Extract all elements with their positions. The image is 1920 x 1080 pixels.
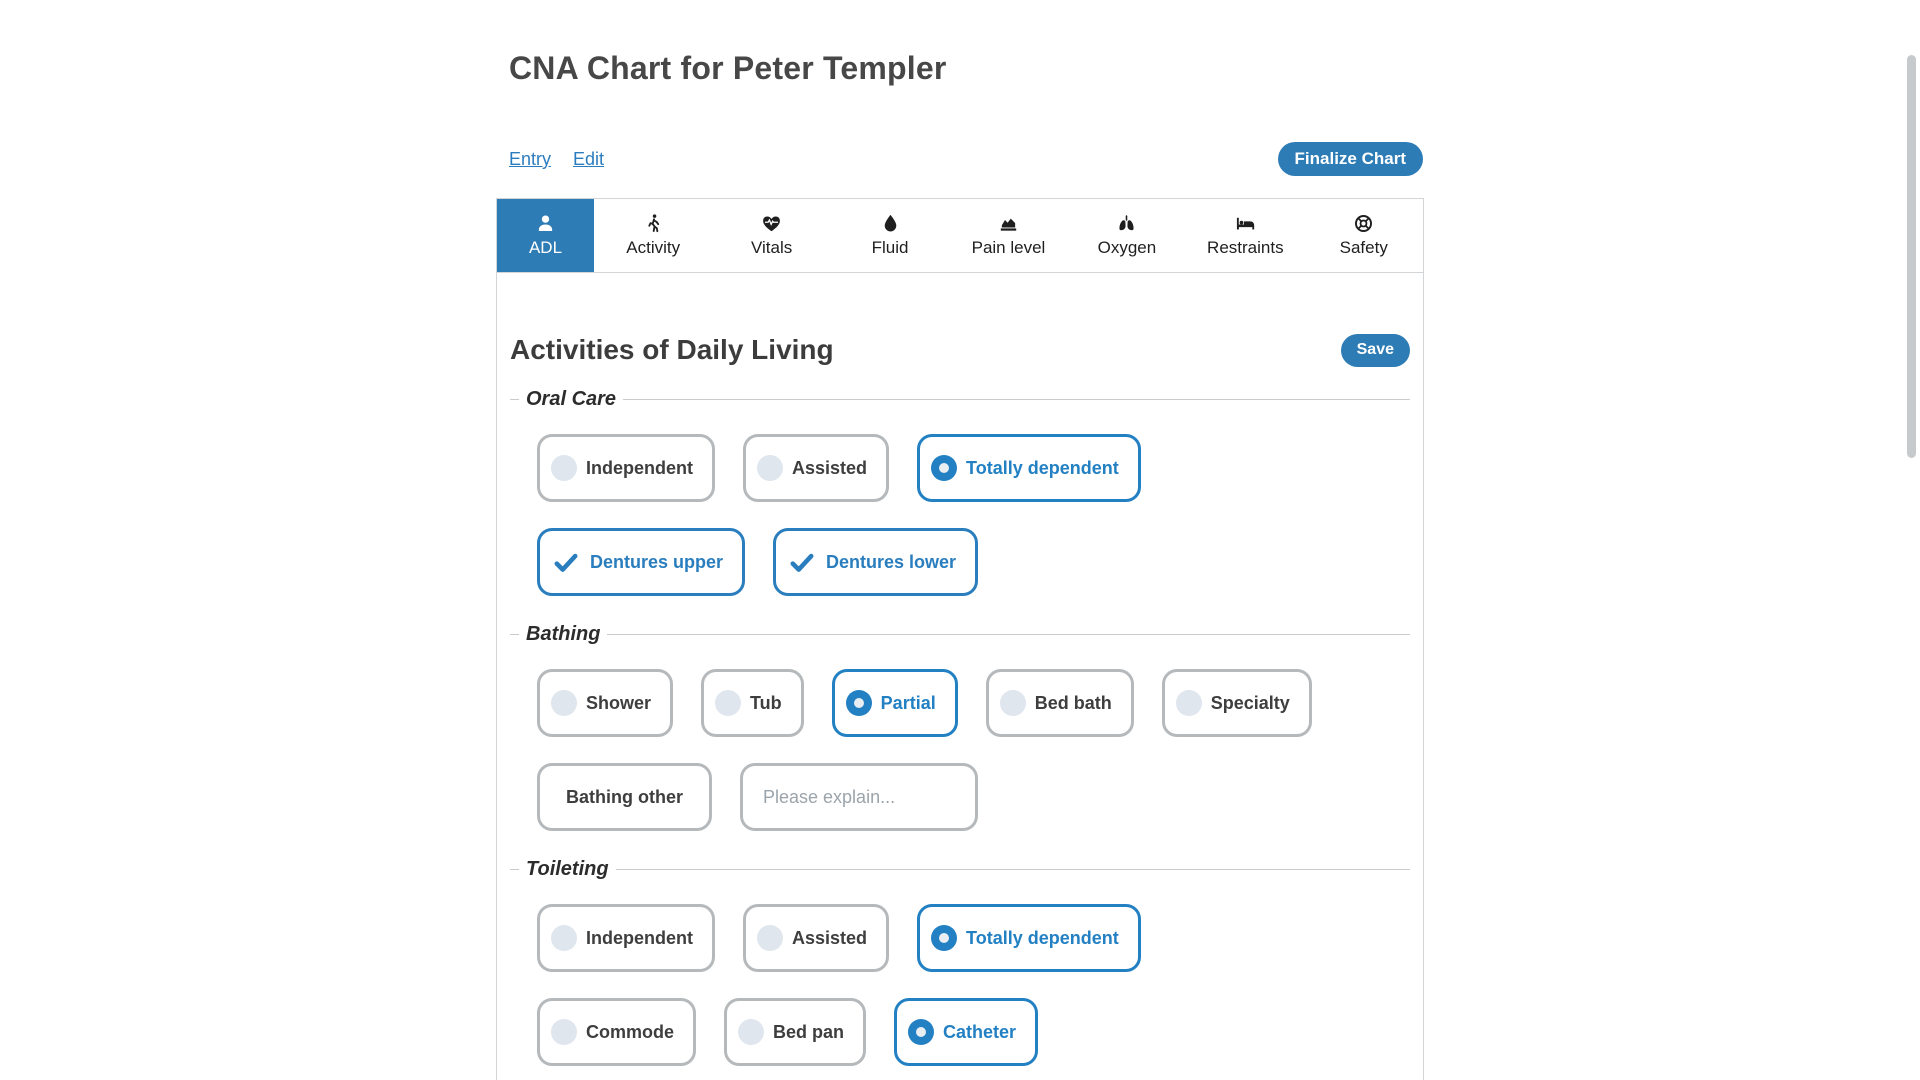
page-scrollbar[interactable] bbox=[1904, 0, 1920, 1080]
bathing-option-specialty[interactable]: Specialty bbox=[1161, 669, 1312, 737]
page-title: CNA Chart for Peter Templer bbox=[509, 50, 947, 86]
oral-care-checkbox-row: Dentures upper Dentures lower bbox=[537, 528, 1410, 596]
walking-person-icon bbox=[643, 213, 664, 234]
radio-selected-icon bbox=[908, 1019, 935, 1045]
oral-care-radio-row: Independent Assisted Totally dependent bbox=[537, 434, 1410, 502]
bathing-option-partial[interactable]: Partial bbox=[831, 669, 958, 737]
tab-label: Fluid bbox=[871, 238, 909, 257]
tab-label: Oxygen bbox=[1097, 238, 1157, 257]
patient-bed-icon bbox=[1235, 213, 1256, 234]
tab-label: Restraints bbox=[1207, 238, 1284, 257]
fieldset-toileting: Toileting Independent Assisted Totally d… bbox=[510, 857, 1410, 1066]
radio-circle-icon bbox=[551, 1019, 577, 1045]
bathing-other-checkbox[interactable]: Bathing other bbox=[537, 763, 712, 831]
oral-care-option-totally-dependent[interactable]: Totally dependent bbox=[917, 434, 1141, 502]
bathing-option-bed-bath[interactable]: Bed bath bbox=[985, 669, 1134, 737]
toileting-option-independent[interactable]: Independent bbox=[537, 904, 715, 972]
toileting-radio-row: Independent Assisted Totally dependent bbox=[537, 904, 1410, 972]
radio-circle-icon bbox=[551, 925, 577, 951]
dentures-upper-checkbox[interactable]: Dentures upper bbox=[537, 528, 746, 596]
fieldset-bathing: Bathing Shower Tub Partial bbox=[510, 622, 1410, 831]
bathing-option-shower[interactable]: Shower bbox=[537, 669, 674, 737]
dentures-lower-checkbox[interactable]: Dentures lower bbox=[773, 528, 979, 596]
tab-restraints[interactable]: Restraints bbox=[1186, 199, 1304, 272]
radio-circle-icon bbox=[551, 690, 577, 716]
finalize-chart-button[interactable]: Finalize Chart bbox=[1277, 142, 1423, 176]
radio-circle-icon bbox=[738, 1019, 765, 1045]
toileting-option-assisted[interactable]: Assisted bbox=[743, 904, 890, 972]
chart-container: ADL Activity Vitals Fluid bbox=[496, 198, 1424, 1080]
check-icon bbox=[787, 549, 817, 575]
save-button[interactable]: Save bbox=[1340, 333, 1410, 367]
tab-label: ADL bbox=[528, 238, 563, 257]
scrollbar-thumb[interactable] bbox=[1907, 55, 1916, 458]
radio-circle-icon bbox=[551, 455, 577, 481]
tab-label: Vitals bbox=[751, 238, 793, 257]
toileting-option-commode[interactable]: Commode bbox=[537, 998, 697, 1066]
tab-label: Activity bbox=[626, 238, 681, 257]
radio-selected-icon bbox=[931, 455, 958, 481]
bathing-option-tub[interactable]: Tub bbox=[701, 669, 804, 737]
oral-care-option-assisted[interactable]: Assisted bbox=[743, 434, 890, 502]
adl-panel: Activities of Daily Living Save Oral Car… bbox=[497, 330, 1423, 1066]
toileting-option-bed-pan[interactable]: Bed pan bbox=[724, 998, 867, 1066]
toileting-option-catheter[interactable]: Catheter bbox=[894, 998, 1039, 1066]
tab-bar: ADL Activity Vitals Fluid bbox=[497, 199, 1423, 273]
life-ring-icon bbox=[1353, 213, 1374, 234]
tab-oxygen[interactable]: Oxygen bbox=[1068, 199, 1186, 272]
water-drop-icon bbox=[880, 213, 901, 234]
check-icon bbox=[551, 549, 581, 575]
fieldset-legend: Toileting bbox=[526, 857, 609, 880]
radio-circle-icon bbox=[1175, 690, 1202, 716]
toileting-method-row: Commode Bed pan Catheter bbox=[537, 998, 1410, 1066]
view-links: Entry Edit bbox=[509, 149, 604, 170]
tab-fluid[interactable]: Fluid bbox=[831, 199, 949, 272]
area-chart-icon bbox=[998, 213, 1019, 234]
radio-circle-icon bbox=[757, 925, 783, 951]
lungs-icon bbox=[1116, 213, 1137, 234]
oral-care-option-independent[interactable]: Independent bbox=[537, 434, 715, 502]
bathing-other-row: Bathing other bbox=[537, 763, 1410, 831]
tab-pain-level[interactable]: Pain level bbox=[949, 199, 1067, 272]
tab-adl[interactable]: ADL bbox=[497, 199, 594, 272]
fieldset-legend: Oral Care bbox=[526, 387, 617, 410]
fieldset-legend: Bathing bbox=[526, 622, 601, 645]
radio-circle-icon bbox=[757, 455, 783, 481]
radio-selected-icon bbox=[845, 690, 872, 716]
radio-circle-icon bbox=[715, 690, 742, 716]
user-icon bbox=[535, 213, 556, 234]
edit-link[interactable]: Edit bbox=[573, 149, 605, 169]
radio-circle-icon bbox=[999, 690, 1026, 716]
tab-vitals[interactable]: Vitals bbox=[712, 199, 830, 272]
panel-heading: Activities of Daily Living bbox=[510, 334, 834, 365]
tab-safety[interactable]: Safety bbox=[1305, 199, 1423, 272]
tab-label: Safety bbox=[1339, 238, 1388, 257]
bathing-radio-row: Shower Tub Partial Bed bath bbox=[537, 669, 1410, 737]
entry-link[interactable]: Entry bbox=[509, 149, 552, 169]
tab-label: Pain level bbox=[971, 238, 1046, 257]
heartbeat-heart-icon bbox=[761, 213, 782, 234]
tab-activity[interactable]: Activity bbox=[594, 199, 712, 272]
bathing-other-explain-input[interactable] bbox=[740, 763, 978, 831]
fieldset-oral-care: Oral Care Independent Assisted Totally d… bbox=[510, 387, 1410, 596]
toileting-option-totally-dependent[interactable]: Totally dependent bbox=[917, 904, 1141, 972]
radio-selected-icon bbox=[931, 925, 958, 951]
